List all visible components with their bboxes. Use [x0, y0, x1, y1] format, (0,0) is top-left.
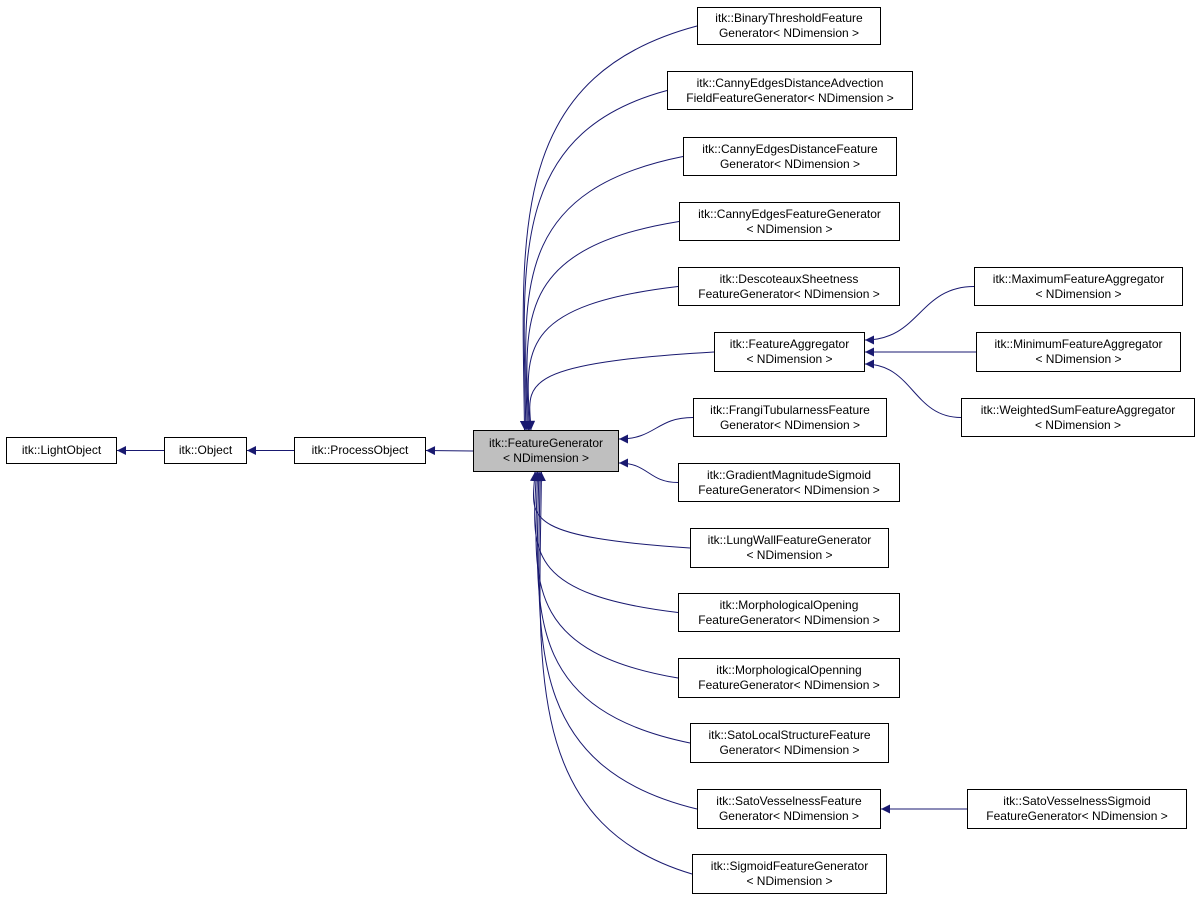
- inheritance-edge-feature-aggregator-to-feature-generator: [526, 351, 715, 431]
- node-cannyedgesdistancefeaturegenerator[interactable]: itk::CannyEdgesDistanceFeature Generator…: [683, 137, 897, 176]
- node-label-line: itk::CannyEdgesDistanceAdvection: [696, 75, 884, 90]
- node-label-line: itk::SatoLocalStructureFeature: [708, 728, 871, 742]
- inheritance-edge-canny-edges-to-feature-generator: [523, 221, 680, 431]
- inheritance-edge-binary-threshold-to-feature-generator: [519, 25, 698, 431]
- inheritance-edge-sigmoid-to-feature-generator: [536, 471, 693, 875]
- node-label-line: < NDimension >: [746, 221, 833, 236]
- node-label-line: FeatureGenerator< NDimension >: [698, 678, 880, 692]
- node-itk-object[interactable]: itk::Object: [164, 437, 247, 464]
- node-label-line: itk::LungWallFeatureGenerator: [707, 533, 872, 547]
- node-label-line: itk::CannyEdgesFeatureGenerator: [698, 206, 881, 221]
- node-weightedsumfeatureaggregator[interactable]: itk::WeightedSumFeatureAggregator < NDim…: [961, 398, 1195, 437]
- node-label-line: < NDimension >: [1035, 286, 1122, 301]
- node-label-line: itk::WeightedSumFeatureAggregator: [980, 402, 1176, 417]
- inheritance-edge-sato-vesselness-to-feature-generator: [535, 471, 698, 810]
- node-satolocalstructurefeaturegenerator[interactable]: itk::SatoLocalStructureFeature Generator…: [690, 723, 889, 763]
- node-gradientmagnitudesigmoidfeaturegenerator[interactable]: itk::GradientMagnitudeSigmoid FeatureGen…: [678, 463, 900, 502]
- inheritance-edge-lung-wall-to-feature-generator: [530, 471, 691, 549]
- inheritance-edge-descoteaux-to-feature-generator: [524, 286, 679, 431]
- inheritance-edge-gradient-sigmoid-to-feature-generator: [618, 458, 679, 483]
- inheritance-edge-weighted-sum-aggregator-to-feature-aggregator: [864, 359, 962, 418]
- node-label-line: FeatureGenerator< NDimension >: [698, 286, 880, 301]
- node-label-line: itk::Object: [178, 443, 233, 457]
- node-label-line: itk::SatoVesselnessFeature: [716, 794, 862, 808]
- node-label-line: itk::MorphologicalOpenning: [716, 663, 862, 677]
- node-itk-lightobject[interactable]: itk::LightObject: [6, 437, 117, 464]
- node-label-line: itk::SatoVesselnessSigmoid: [1003, 794, 1151, 808]
- node-cannyedgesfeaturegenerator[interactable]: itk::CannyEdgesFeatureGenerator < NDimen…: [679, 202, 900, 241]
- node-label-line: Generator< NDimension >: [718, 26, 860, 40]
- node-label-line: < NDimension >: [502, 451, 590, 465]
- node-satovesselnessfeaturegenerator[interactable]: itk::SatoVesselnessFeature Generator< ND…: [697, 789, 881, 829]
- node-itk-featuregenerator-current: itk::FeatureGenerator < NDimension >: [473, 430, 619, 472]
- node-label-line: itk::FrangiTubularnessFeature: [710, 402, 870, 417]
- node-morphologicalopenningfeaturegenerator[interactable]: itk::MorphologicalOpenning FeatureGenera…: [678, 658, 900, 698]
- node-minimumfeatureaggregator[interactable]: itk::MinimumFeatureAggregator < NDimensi…: [976, 332, 1181, 372]
- node-binarythresholdfeaturegenerator[interactable]: itk::BinaryThresholdFeature Generator< N…: [697, 7, 881, 45]
- node-label-line: FieldFeatureGenerator< NDimension >: [686, 90, 894, 105]
- inheritance-edge-sato-local-to-feature-generator: [534, 471, 691, 744]
- node-label-line: < NDimension >: [746, 548, 833, 562]
- node-label-line: < NDimension >: [746, 874, 833, 888]
- node-label-line: itk::CannyEdgesDistanceFeature: [702, 141, 878, 156]
- node-label-line: itk::SigmoidFeatureGenerator: [710, 859, 869, 873]
- node-label-line: itk::LightObject: [21, 443, 102, 457]
- node-label-line: itk::MaximumFeatureAggregator: [992, 271, 1165, 286]
- node-label-line: itk::MinimumFeatureAggregator: [994, 337, 1163, 351]
- node-label-line: FeatureGenerator< NDimension >: [698, 612, 880, 627]
- node-label-line: itk::GradientMagnitudeSigmoid: [706, 467, 872, 482]
- inheritance-edge-morph-openning-to-feature-generator: [532, 471, 679, 679]
- inheritance-edge-canny-advection-to-feature-generator: [521, 90, 668, 431]
- inheritance-edge-canny-distance-to-feature-generator: [522, 156, 684, 431]
- node-maximumfeatureaggregator[interactable]: itk::MaximumFeatureAggregator < NDimensi…: [974, 267, 1183, 306]
- node-sigmoidfeaturegenerator[interactable]: itk::SigmoidFeatureGenerator < NDimensio…: [692, 854, 887, 894]
- node-label-line: < NDimension >: [1035, 352, 1122, 366]
- node-label-line: < NDimension >: [1034, 417, 1122, 432]
- node-label-line: itk::DescoteauxSheetness: [719, 271, 859, 286]
- inheritance-edge-frangi-to-feature-generator: [618, 417, 694, 444]
- inheritance-edge-morph-opening-to-feature-generator: [531, 471, 679, 613]
- node-label-line: Generator< NDimension >: [719, 417, 861, 432]
- node-descoteauxsheetnessfeaturegenerator[interactable]: itk::DescoteauxSheetness FeatureGenerato…: [678, 267, 900, 306]
- node-label-line: itk::BinaryThresholdFeature: [715, 11, 863, 25]
- node-satovesselnesssigmoidfeaturegenerator[interactable]: itk::SatoVesselnessSigmoid FeatureGenera…: [967, 789, 1187, 829]
- node-cannyedgesdistanceadvectionfieldfeaturegenerator[interactable]: itk::CannyEdgesDistanceAdvection FieldFe…: [667, 71, 913, 110]
- node-label-line: FeatureGenerator< NDimension >: [986, 809, 1168, 823]
- node-label-line: FeatureGenerator< NDimension >: [698, 482, 880, 497]
- node-featureaggregator[interactable]: itk::FeatureAggregator < NDimension >: [714, 332, 865, 372]
- node-label-line: < NDimension >: [746, 352, 833, 366]
- inheritance-edge-maximum-aggregator-to-feature-aggregator: [864, 286, 975, 345]
- node-label-line: itk::MorphologicalOpening: [719, 597, 859, 612]
- node-label-line: Generator< NDimension >: [718, 809, 860, 823]
- node-label-line: itk::ProcessObject: [311, 443, 409, 457]
- node-label-line: itk::FeatureGenerator: [488, 436, 604, 450]
- node-lungwallfeaturegenerator[interactable]: itk::LungWallFeatureGenerator < NDimensi…: [690, 528, 889, 568]
- node-morphologicalopeningfeaturegenerator[interactable]: itk::MorphologicalOpening FeatureGenerat…: [678, 593, 900, 632]
- node-itk-processobject[interactable]: itk::ProcessObject: [294, 437, 426, 464]
- node-label-line: Generator< NDimension >: [719, 743, 860, 757]
- inheritance-edge-feature-generator-to-process-object: [425, 446, 474, 456]
- node-label-line: itk::FeatureAggregator: [729, 337, 850, 351]
- node-frangitubularnessfeaturegenerator[interactable]: itk::FrangiTubularnessFeature Generator<…: [693, 398, 887, 437]
- node-label-line: Generator< NDimension >: [719, 156, 861, 171]
